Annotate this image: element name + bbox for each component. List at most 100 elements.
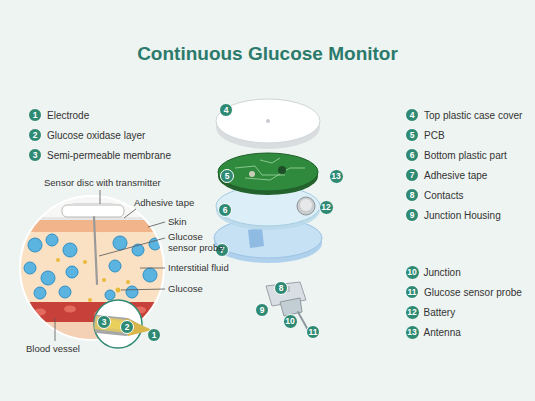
exploded-view [297,197,315,215]
callout-circle: 3Semi-permeable membrane [28,148,42,162]
exploded-view [245,168,305,180]
leader-lines [148,222,165,227]
part-label: Glucose sensor probe [168,231,232,253]
skin-cross-section [116,288,121,293]
callout-number: 2 [29,129,41,141]
leader-lines [140,268,165,269]
exploded-view [216,99,320,143]
callout-circle: 3 [97,315,111,329]
callout-number: 6 [219,204,231,216]
callout-number: 1 [148,329,160,341]
part-label: Interstitial fluid [168,262,229,273]
callout-number: 11 [307,326,319,338]
skin-cross-section [56,258,130,302]
exploded-view [218,153,318,191]
skin-cross-section [24,262,36,274]
callout-circle: 4 [219,103,233,117]
callout-number: 12 [320,201,333,214]
callout-number: 10 [406,266,419,279]
diagram-title: Continuous Glucose Monitor [0,43,535,65]
exploded-view [278,166,286,174]
exploded-view [300,199,312,211]
part-name: Bottom plastic part [424,150,507,161]
callout-number: 7 [406,169,418,181]
callout-number: 11 [406,286,418,298]
leader-lines [100,190,101,204]
callout-circle: 10Junction [405,265,420,280]
callout-circle: 8Contacts [405,188,419,202]
callout-number: 13 [406,326,419,339]
callout-number: 5 [406,129,418,141]
skin-cross-section [63,243,77,257]
callout-number: 9 [256,304,268,316]
skin-cross-section [15,190,175,347]
skin-cross-section [102,278,106,282]
callout-number: 4 [220,104,232,116]
part-label: Skin [168,216,186,227]
part-label: Sensor disc with transmitter [44,177,161,188]
part-name: Junction Housing [424,210,501,221]
part-label: Glucose [168,283,203,294]
skin-cross-section [41,271,55,285]
magnifier-ring [20,196,164,340]
callout-circle: 6Bottom plastic part [405,148,419,162]
part-name: Semi-permeable membrane [47,150,171,161]
part-name: Junction [424,267,461,278]
skin-cross-section [34,287,46,299]
callout-circle: 10 [283,314,298,329]
callout-circle: 7Adhesive tape [405,168,419,182]
skin-cross-section [83,260,87,264]
callout-circle: 2Glucose oxidase layer [28,128,42,142]
callout-number: 3 [98,316,110,328]
leader-lines [55,190,165,341]
exploded-view [248,228,264,248]
part-name: Adhesive tape [424,170,487,181]
skin-cross-section [88,298,92,302]
callout-circle: 1 [147,328,161,342]
callout-circle: 6 [218,203,232,217]
part-name: Battery [424,307,456,318]
callout-circle: 12 [319,200,334,215]
skin-cross-section [24,234,161,300]
skin-cross-section [105,290,115,300]
leader-lines [124,209,136,218]
callout-number: 4 [406,109,418,121]
callout-circle: 12Battery [405,305,420,320]
skin-cross-section [28,238,42,252]
skin-cross-section [66,266,78,278]
skin-cross-section [94,217,97,284]
callout-circle: 11 [306,325,320,339]
callout-number: 9 [406,209,418,221]
part-name: Antenna [424,327,461,338]
callout-circle: 8 [274,281,288,295]
callout-circle: 9 [255,303,269,317]
exploded-view [260,158,280,163]
callout-number: 2 [121,321,133,333]
part-name: Contacts [424,190,463,201]
callout-number: 6 [406,149,418,161]
skin-cross-section [126,280,130,284]
skin-cross-section [72,203,114,206]
callout-circle: 13Antenna [405,325,420,340]
callout-circle: 9Junction Housing [405,208,419,222]
callout-number: 8 [275,282,287,294]
callout-circle: 5 [220,169,234,183]
skin-cross-section [62,205,124,217]
skin-cross-section [59,286,71,298]
skin-cross-section [109,260,121,272]
part-name: PCB [424,130,445,141]
callout-number: 3 [29,149,41,161]
skin-cross-section [64,306,76,313]
leader-lines [55,318,56,341]
callout-number: 13 [330,170,343,183]
callout-circle: 2 [120,320,134,334]
skin-cross-section [56,258,60,262]
skin-cross-section [143,268,157,282]
callout-number: 1 [29,109,41,121]
exploded-view [235,166,285,175]
part-name: Glucose sensor probe [424,287,522,298]
leader-lines [99,238,165,256]
skin-cross-section [126,286,138,298]
exploded-view [266,119,270,123]
